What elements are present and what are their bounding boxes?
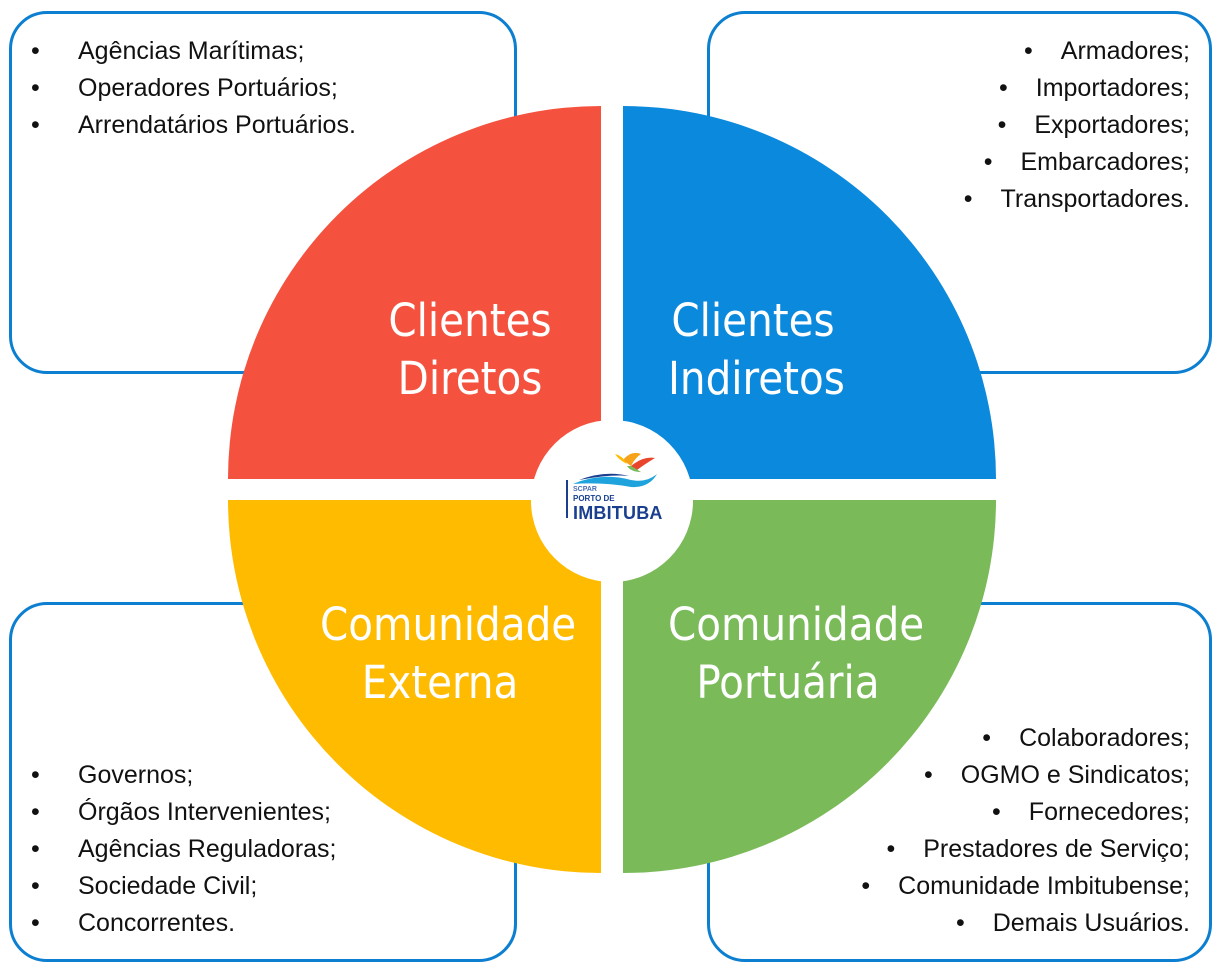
bullet-icon: • bbox=[997, 111, 1007, 139]
bullet-icon: • bbox=[955, 909, 965, 937]
label-clientes-indiretos: Clientes Indiretos bbox=[668, 292, 845, 408]
list-item-text: Fornecedores; bbox=[1028, 798, 1190, 826]
quadrant-comunidade-portuaria bbox=[623, 500, 996, 873]
porto-de-imbituba-logo: SCPAR PORTO DE IMBITUBA bbox=[531, 420, 693, 582]
logo-scpar-text: SCPAR bbox=[573, 486, 597, 493]
label-comunidade-externa: Comunidade Externa bbox=[320, 596, 577, 712]
bullet-icon: • bbox=[963, 185, 973, 213]
list-item: Sociedade Civil; bbox=[9, 868, 337, 905]
list-comunidade-portuaria: • Colaboradores; • OGMO e Sindicatos; • For… bbox=[861, 720, 1190, 942]
list-item-text: Transportadores. bbox=[1000, 185, 1190, 213]
label-line: Externa bbox=[361, 656, 519, 709]
logo-mark-icon bbox=[566, 452, 657, 518]
list-item: • Exportadores; bbox=[964, 107, 1190, 144]
list-item: Agências Marítimas; bbox=[9, 33, 356, 70]
list-item-text: Exportadores; bbox=[1034, 111, 1190, 139]
list-item: Agências Reguladoras; bbox=[9, 831, 337, 868]
bullet-icon: • bbox=[983, 148, 993, 176]
list-item: • Demais Usuários. bbox=[861, 905, 1190, 942]
label-line: Indiretos bbox=[668, 352, 845, 405]
list-item: • Armadores; bbox=[964, 33, 1190, 70]
list-item: • Colaboradores; bbox=[861, 720, 1190, 757]
list-item-text: Importadores; bbox=[1035, 74, 1190, 102]
list-item: Concorrentes. bbox=[9, 905, 337, 942]
list-item: • Fornecedores; bbox=[861, 794, 1190, 831]
list-item: • Prestadores de Serviço; bbox=[861, 831, 1190, 868]
quadrant-clientes-diretos bbox=[228, 106, 601, 479]
list-item-text: Armadores; bbox=[1060, 37, 1190, 65]
center-circle bbox=[531, 420, 693, 582]
label-line: Comunidade bbox=[668, 598, 925, 651]
bullet-icon: • bbox=[982, 724, 992, 752]
list-item-text: Colaboradores; bbox=[1019, 724, 1190, 752]
label-line: Diretos bbox=[397, 352, 543, 405]
list-comunidade-externa: Governos; Órgãos Intervenientes; Agência… bbox=[9, 757, 337, 942]
list-clientes-indiretos: •Armadores; •Importadores; •Exportadores… bbox=[964, 33, 1190, 218]
quadrant-comunidade-externa bbox=[228, 500, 601, 873]
label-line: Clientes bbox=[388, 294, 552, 347]
list-item: • Importadores; bbox=[964, 70, 1190, 107]
bullet-icon: • bbox=[992, 798, 1001, 826]
logo-porto-text: PORTO DE bbox=[573, 494, 615, 503]
list-item: • OGMO e Sindicatos; bbox=[861, 757, 1190, 794]
quadrant-clientes-indiretos bbox=[623, 106, 996, 479]
list-item: • Transportadores. bbox=[964, 181, 1190, 218]
list-item: Arrendatários Portuários. bbox=[9, 107, 356, 144]
bullet-icon: • bbox=[923, 761, 933, 789]
label-line: Portuária bbox=[696, 656, 880, 709]
list-item: • Comunidade Imbitubense; bbox=[861, 868, 1190, 905]
list-item-text: Comunidade Imbitubense; bbox=[898, 872, 1190, 900]
label-comunidade-portuaria: Comunidade Portuária bbox=[668, 596, 925, 712]
label-clientes-diretos: Clientes Diretos bbox=[385, 292, 555, 408]
bullet-icon: • bbox=[998, 74, 1008, 102]
bullet-icon: • bbox=[886, 835, 896, 863]
list-item: • Embarcadores; bbox=[964, 144, 1190, 181]
list-clientes-diretos: Agências Marítimas; Operadores Portuário… bbox=[9, 33, 356, 144]
list-item: Governos; bbox=[9, 757, 337, 794]
bullet-icon: • bbox=[861, 872, 871, 900]
list-item: Operadores Portuários; bbox=[9, 70, 356, 107]
label-line: Clientes bbox=[671, 294, 835, 347]
logo-imbituba-text: IMBITUBA bbox=[573, 503, 663, 523]
list-item-text: Prestadores de Serviço; bbox=[923, 835, 1190, 863]
list-item: Órgãos Intervenientes; bbox=[9, 794, 337, 831]
bullet-icon: • bbox=[1024, 37, 1033, 65]
list-item-text: OGMO e Sindicatos; bbox=[960, 761, 1190, 789]
list-item-text: Demais Usuários. bbox=[992, 909, 1190, 937]
list-item-text: Embarcadores; bbox=[1020, 148, 1190, 176]
label-line: Comunidade bbox=[320, 598, 577, 651]
